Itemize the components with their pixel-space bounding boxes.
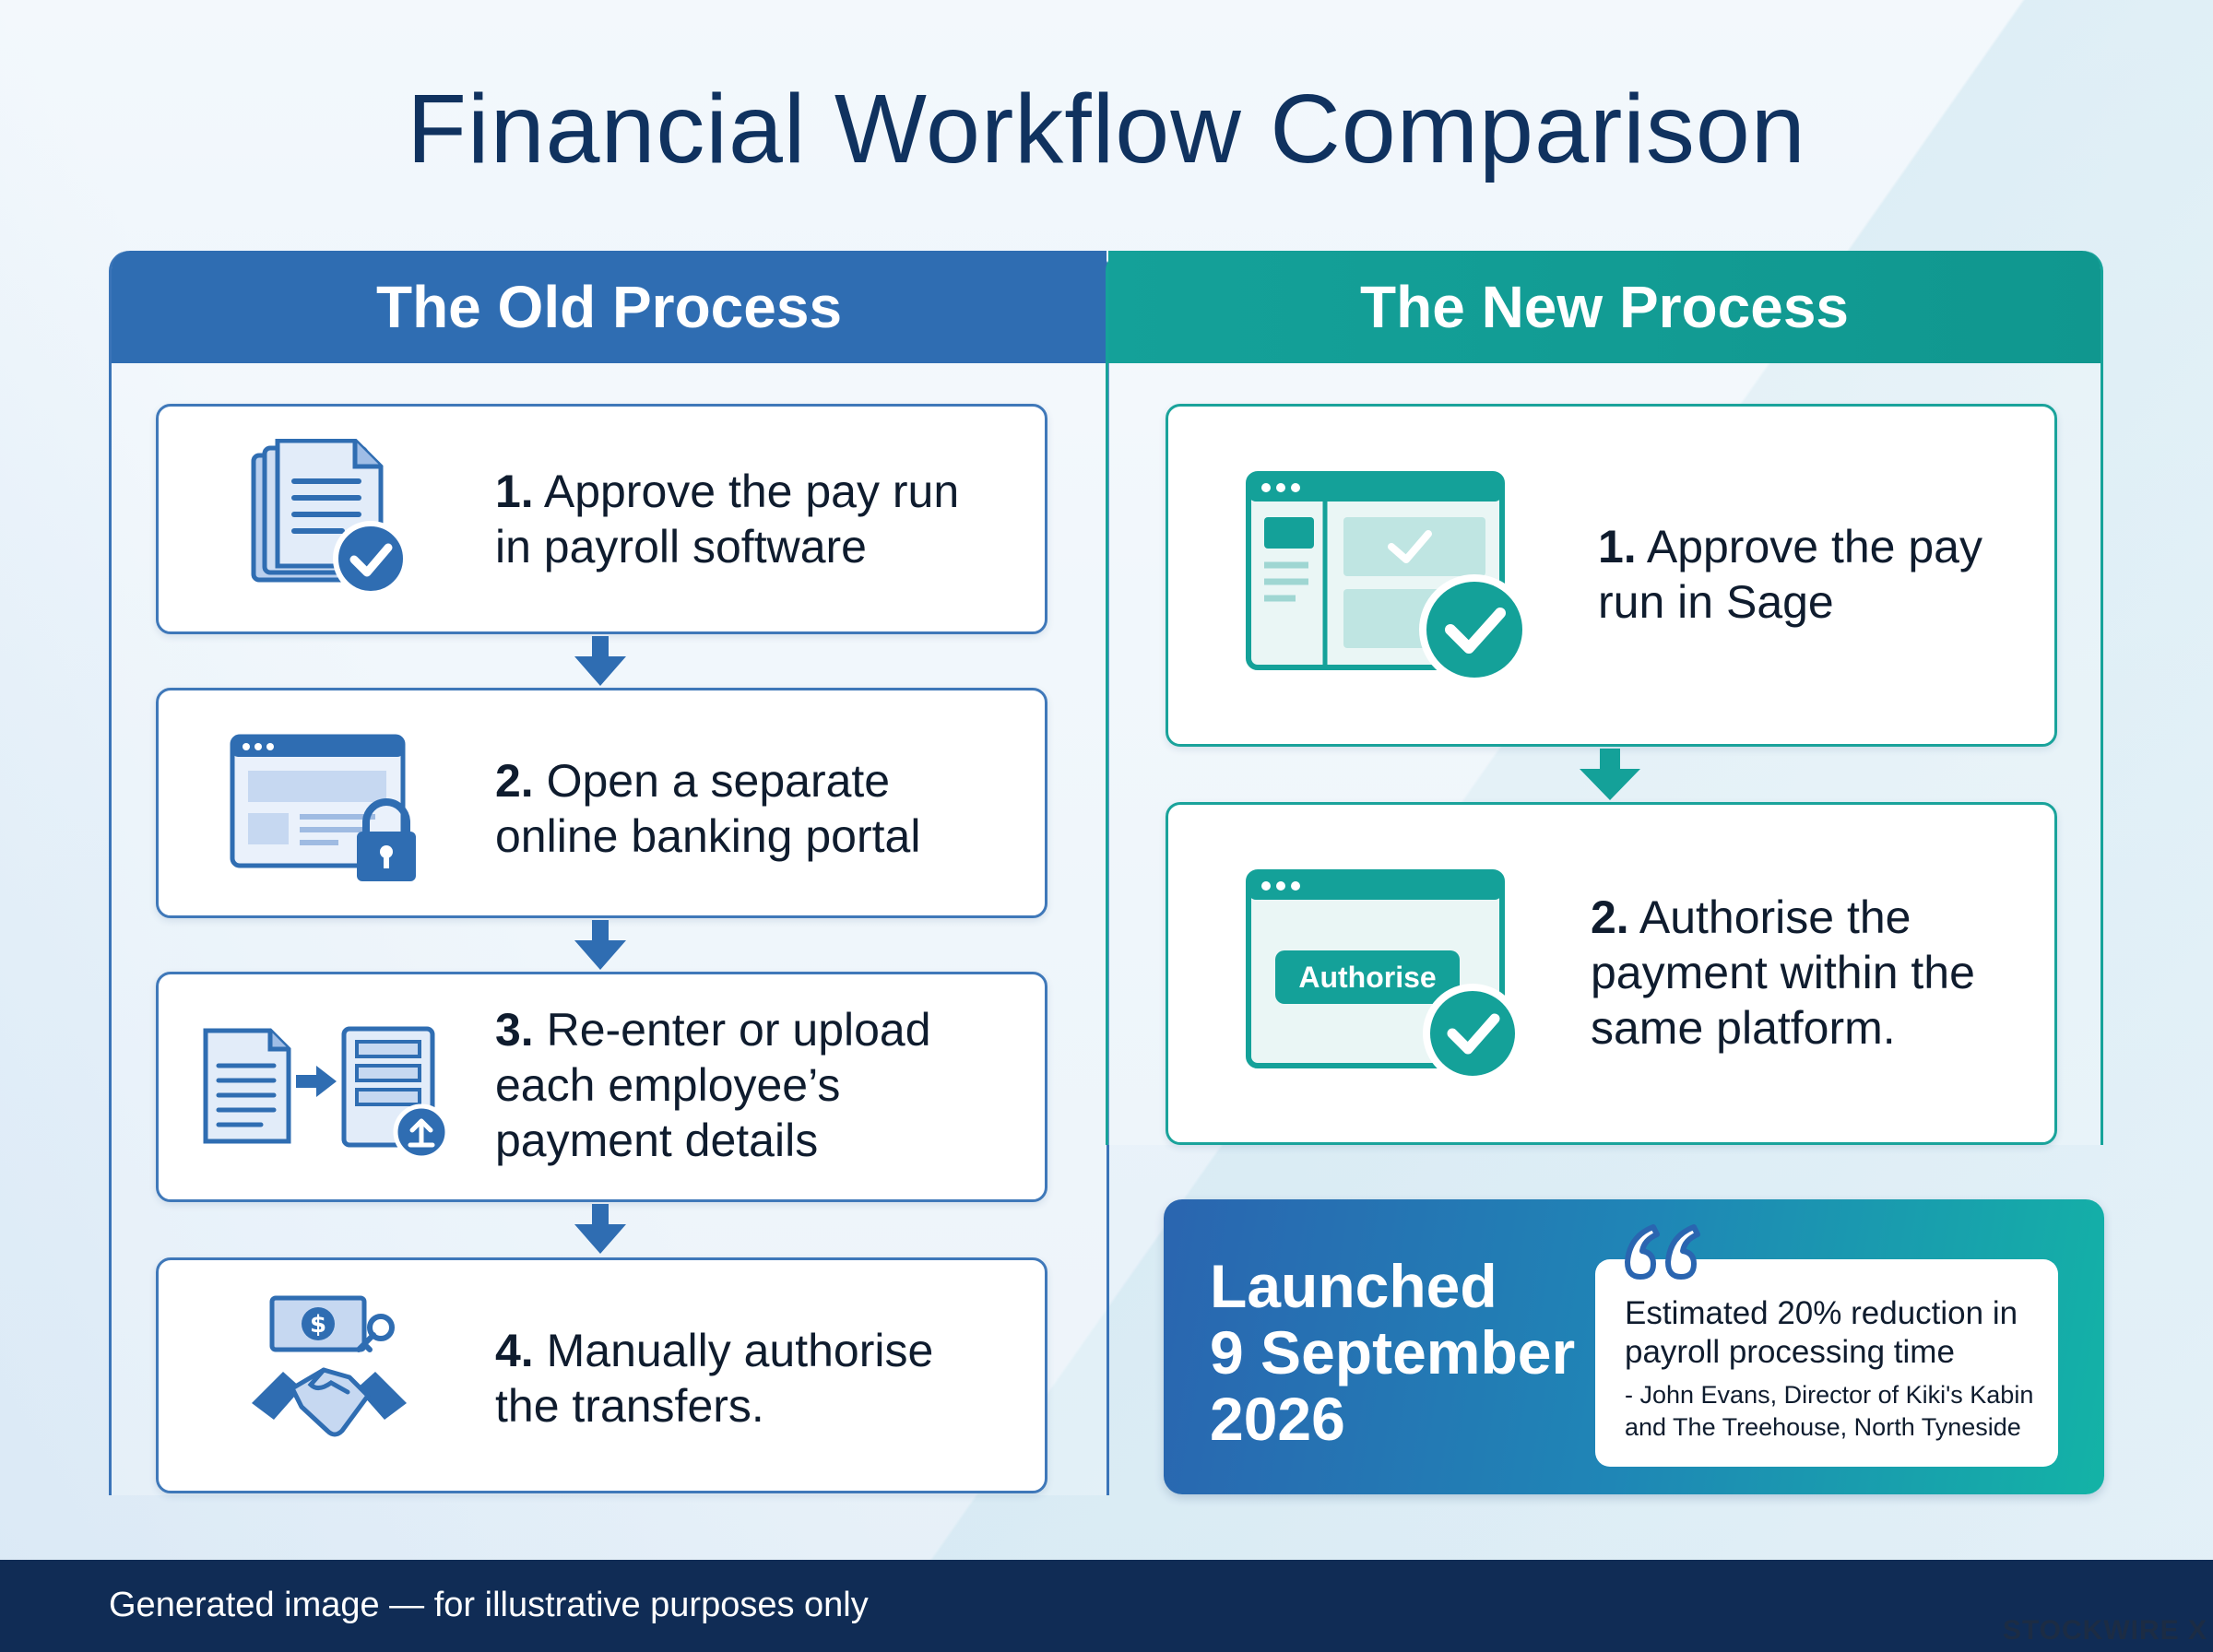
footer-disclaimer: Generated image — for illustrative purpo… [109,1586,869,1624]
old-step-2-card: 2. Open a separate online banking portal [156,688,1047,918]
new-step-1-card: 1. Approve the pay run in Sage [1166,404,2057,747]
authorise-button[interactable]: Authorise [1298,961,1437,994]
old-step-1-text: 1. Approve the pay run in payroll softwa… [495,466,960,572]
old-step-4-text: 4. Manually authorise the transfers. [495,1325,934,1432]
authorise-window-icon: Authorise [1244,867,1530,1092]
quote-box: Estimated 20% reduction in payroll proce… [1595,1259,2058,1467]
old-step-1-card: 1. Approve the pay run in payroll softwa… [156,404,1047,634]
dashboard-check-icon [1244,469,1530,694]
old-process-header: The Old Process [112,251,1106,363]
old-step-3-text: 3. Re-enter or upload each employee’s pa… [495,1004,931,1166]
quote-text: Estimated 20% reduction in payroll proce… [1625,1295,2018,1370]
documents-check-icon [246,438,412,608]
new-step-1-text: 1. Approve the pay run in Sage [1598,521,1982,628]
handshake-money-icon: $ [246,1292,412,1462]
svg-text:$: $ [310,1311,326,1339]
launch-banner: Launched 9 September 2026 Estimated 20% … [1164,1199,2104,1494]
quote-attribution: - John Evans, Director of Kiki's Kabin a… [1625,1381,2034,1441]
quote-mark-icon [1620,1220,1703,1288]
launch-date: Launched 9 September 2026 [1210,1252,1576,1453]
footer-bar: Generated image — for illustrative purpo… [0,1560,2213,1652]
old-step-2-text: 2. Open a separate online banking portal [495,755,921,862]
old-step-3-card: 3. Re-enter or upload each employee’s pa… [156,972,1047,1202]
page-title: Financial Workflow Comparison [407,75,1806,183]
new-process-header: The New Process [1108,251,2101,363]
document-transfer-upload-icon [200,1025,458,1167]
watermark: STOCKWIRE X [2002,1615,2207,1646]
browser-lock-icon [228,732,431,892]
old-step-4-card: $ 4. Manually authorise the transfers. [156,1257,1047,1493]
new-step-2-card: Authorise 2. Authorise the payment withi… [1166,802,2057,1145]
new-step-2-text: 2. Authorise the payment within the same… [1591,891,1975,1054]
